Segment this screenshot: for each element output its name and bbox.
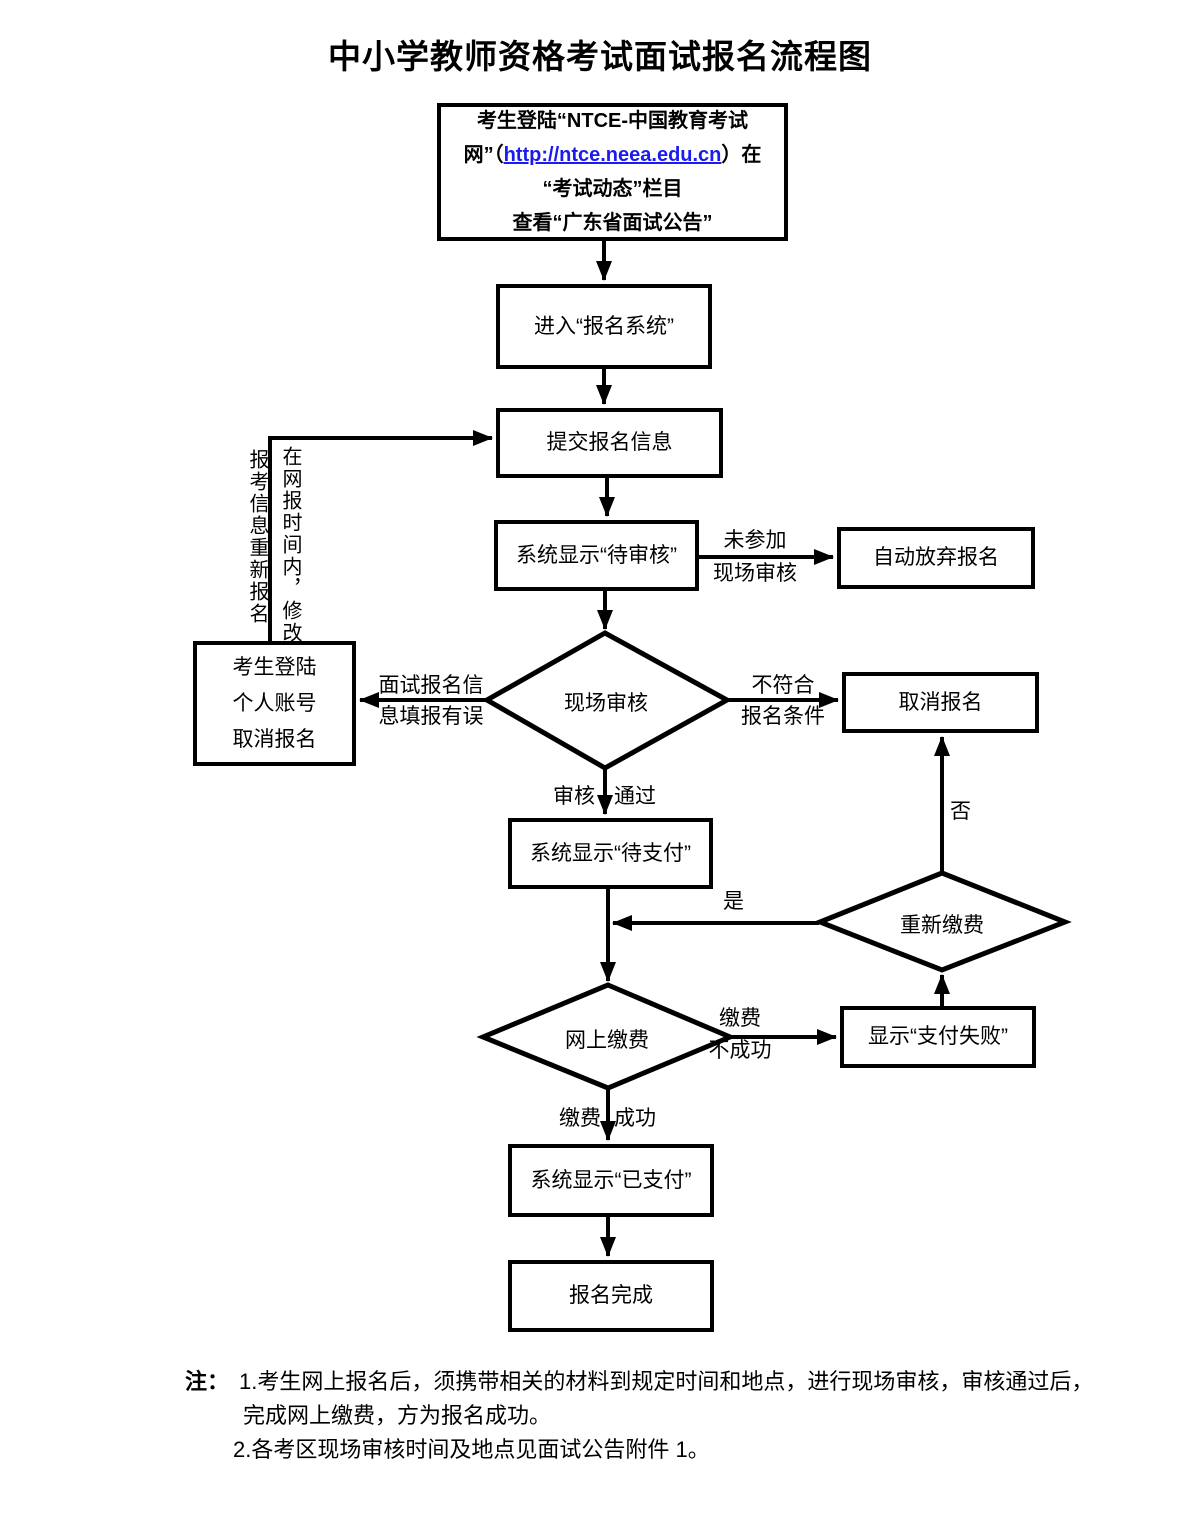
repay-decision-label: 重新缴费 bbox=[900, 914, 984, 937]
label-pay-unsuccessful-line1: 缴费 bbox=[719, 1007, 761, 1030]
label-not-qualified-line1: 不符合 bbox=[751, 674, 815, 697]
repay-decision-diamond bbox=[813, 870, 1072, 973]
edge-cancel-via-account-loop-to-submit-info bbox=[268, 430, 493, 641]
start-node-line3: “考试动态”栏目 bbox=[542, 178, 683, 200]
label-not-qualified-line2: 报名条件 bbox=[741, 705, 825, 728]
label-no: 否 bbox=[950, 800, 971, 823]
payment-failed-node: 显示“支付失败” bbox=[840, 1006, 1036, 1068]
label-not-attended-line2: 现场审核 bbox=[713, 562, 797, 585]
start-node-line2-pre: 网”（ bbox=[463, 144, 504, 166]
label-pay-success-right: 成功 bbox=[614, 1107, 656, 1130]
complete-node: 报名完成 bbox=[508, 1260, 714, 1332]
cancel-via-account-node: 考生登陆 个人账号 取消报名 bbox=[193, 641, 356, 766]
start-node-line2-post: ）在 bbox=[721, 144, 762, 166]
pending-payment-node: 系统显示“待支付” bbox=[508, 818, 713, 889]
note-item2: 2.各考区现场审核时间及地点见面试公告附件 1。 bbox=[233, 1437, 710, 1462]
label-review-pass-right: 通过 bbox=[614, 785, 656, 808]
note-prefix: 注： bbox=[185, 1369, 230, 1394]
start-node: 考生登陆“NTCE-中国教育考试 网”（http://ntce.neea.edu… bbox=[437, 103, 788, 241]
label-modify-loop-left-column: 报考信息重新报名 bbox=[246, 449, 268, 625]
pending-review-node: 系统显示“待审核” bbox=[494, 520, 699, 591]
label-pay-unsuccessful: 缴费 不成功 bbox=[702, 1003, 778, 1067]
ntce-link[interactable]: http://ntce.neea.edu.cn bbox=[503, 144, 722, 166]
online-payment-label: 网上缴费 bbox=[565, 1029, 649, 1052]
start-node-line2: 网”（http://ntce.neea.edu.cn）在 bbox=[464, 138, 762, 172]
paid-node: 系统显示“已支付” bbox=[508, 1144, 714, 1217]
submit-info-node: 提交报名信息 bbox=[496, 408, 723, 478]
cancel-via-account-line1: 考生登陆 bbox=[232, 655, 317, 679]
label-pay-success-left: 缴费 bbox=[559, 1107, 601, 1130]
label-review-pass-left: 审核 bbox=[553, 785, 595, 808]
label-info-error-line2: 息填报有误 bbox=[378, 705, 484, 728]
start-node-line1: 考生登陆“NTCE-中国教育考试 bbox=[476, 110, 749, 132]
label-yes: 是 bbox=[723, 890, 744, 913]
auto-abandon-node: 自动放弃报名 bbox=[837, 527, 1035, 589]
enter-system-node: 进入“报名系统” bbox=[496, 284, 712, 369]
label-info-error-line1: 面试报名信 bbox=[378, 674, 484, 697]
cancel-via-account-line3: 取消报名 bbox=[232, 727, 317, 751]
label-not-qualified: 不符合 报名条件 bbox=[730, 670, 836, 732]
cancel-registration-node: 取消报名 bbox=[842, 672, 1039, 733]
page-title: 中小学教师资格考试面试报名流程图 bbox=[328, 38, 872, 75]
note-item1-line1-text: 1.考生网上报名后，须携带相关的材料到规定时间和地点，进行现场审核，审核通过后， bbox=[239, 1369, 1094, 1394]
onsite-review-diamond bbox=[481, 630, 733, 771]
label-info-error: 面试报名信 息填报有误 bbox=[368, 670, 494, 732]
label-not-attended-line1: 未参加 bbox=[723, 529, 787, 552]
note-item1-line2: 完成网上缴费，方为报名成功。 bbox=[243, 1403, 552, 1428]
label-modify-loop-right-column: 在网报时间内，修改 bbox=[279, 446, 301, 644]
onsite-review-label: 现场审核 bbox=[564, 692, 648, 715]
label-pay-unsuccessful-line2: 不成功 bbox=[708, 1039, 772, 1062]
label-not-attended: 未参加 现场审核 bbox=[703, 524, 807, 590]
online-payment-diamond bbox=[476, 982, 737, 1091]
start-node-line4: 查看“广东省面试公告” bbox=[512, 212, 713, 234]
cancel-via-account-line2: 个人账号 bbox=[232, 691, 317, 715]
note-item1-line1: 注： 1.考生网上报名后，须携带相关的材料到规定时间和地点，进行现场审核，审核通过… bbox=[185, 1364, 1093, 1396]
